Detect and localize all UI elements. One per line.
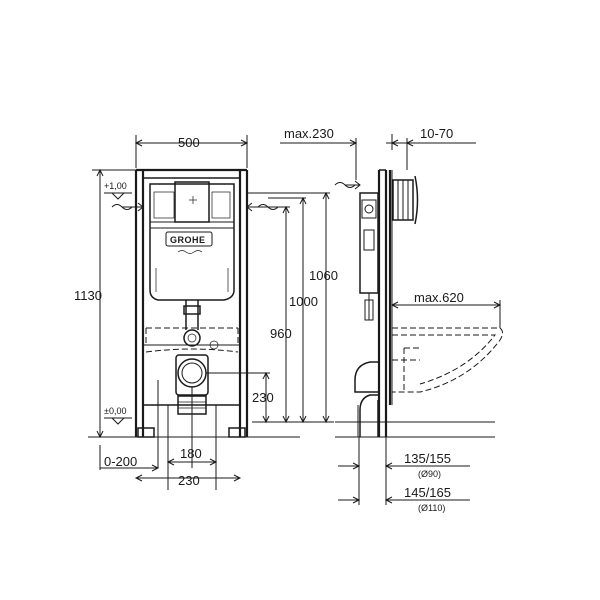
side-bottom-dimensions: 135/155 (Ø90) 145/165 (Ø110) — [338, 437, 470, 513]
height-960-label: 960 — [270, 326, 292, 341]
flush-plate-opening — [174, 181, 210, 223]
water-inlet-left — [111, 202, 144, 212]
front-view: GROHE — [74, 135, 338, 490]
height-1000-label: 1000 — [289, 294, 318, 309]
dim-135-155-sub: (Ø90) — [418, 469, 441, 479]
range-10-70-dimension: 10-70 — [386, 126, 476, 170]
width-label: 500 — [178, 135, 200, 150]
bowl-outline — [145, 327, 239, 353]
level-zero-label: ±0,00 — [104, 406, 126, 416]
height-1060-label: 1060 — [309, 268, 338, 283]
height-960-dimension: 960 — [268, 205, 292, 424]
max-230-label: max.230 — [284, 126, 334, 141]
overall-height-label: 1130 — [74, 288, 102, 303]
side-water-inlet — [334, 170, 361, 190]
cistern: GROHE — [149, 181, 235, 350]
spacing-230-label: 230 — [178, 473, 200, 488]
height-1000-dimension: 1000 — [268, 196, 318, 424]
overall-height-dimension: 1130 — [74, 168, 136, 439]
dim-145-165-sub: (Ø110) — [418, 503, 445, 513]
side-drain-pipe — [354, 361, 379, 437]
dim-145-165-label: 145/165 — [404, 485, 451, 500]
side-view: max.230 10-70 max.620 — [280, 126, 503, 513]
side-cistern — [359, 192, 379, 294]
max-620-dimension: max.620 — [390, 290, 502, 328]
side-bowl-outline — [392, 327, 503, 393]
flush-actuator — [392, 175, 419, 225]
range-10-70-label: 10-70 — [420, 126, 453, 141]
dim-135-155-label: 135/155 — [404, 451, 451, 466]
offset-label: 0-200 — [104, 454, 137, 469]
bottom-dimensions: 0-200 180 230 — [99, 380, 242, 490]
width-dimension: 500 — [134, 135, 249, 168]
height-230-label: 230 — [252, 390, 274, 405]
level-marks: +1,00 ±0,00 — [104, 181, 132, 425]
max-620-label: max.620 — [414, 290, 464, 305]
grohe-logo: GROHE — [165, 231, 213, 254]
logo-text: GROHE — [170, 235, 206, 245]
height-1060-dimension: 1060 — [247, 191, 338, 424]
spacing-180-label: 180 — [180, 446, 202, 461]
max-230-dimension: max.230 — [280, 126, 358, 170]
height-230-dimension: 230 — [240, 371, 274, 424]
level-top-label: +1,00 — [104, 181, 127, 191]
